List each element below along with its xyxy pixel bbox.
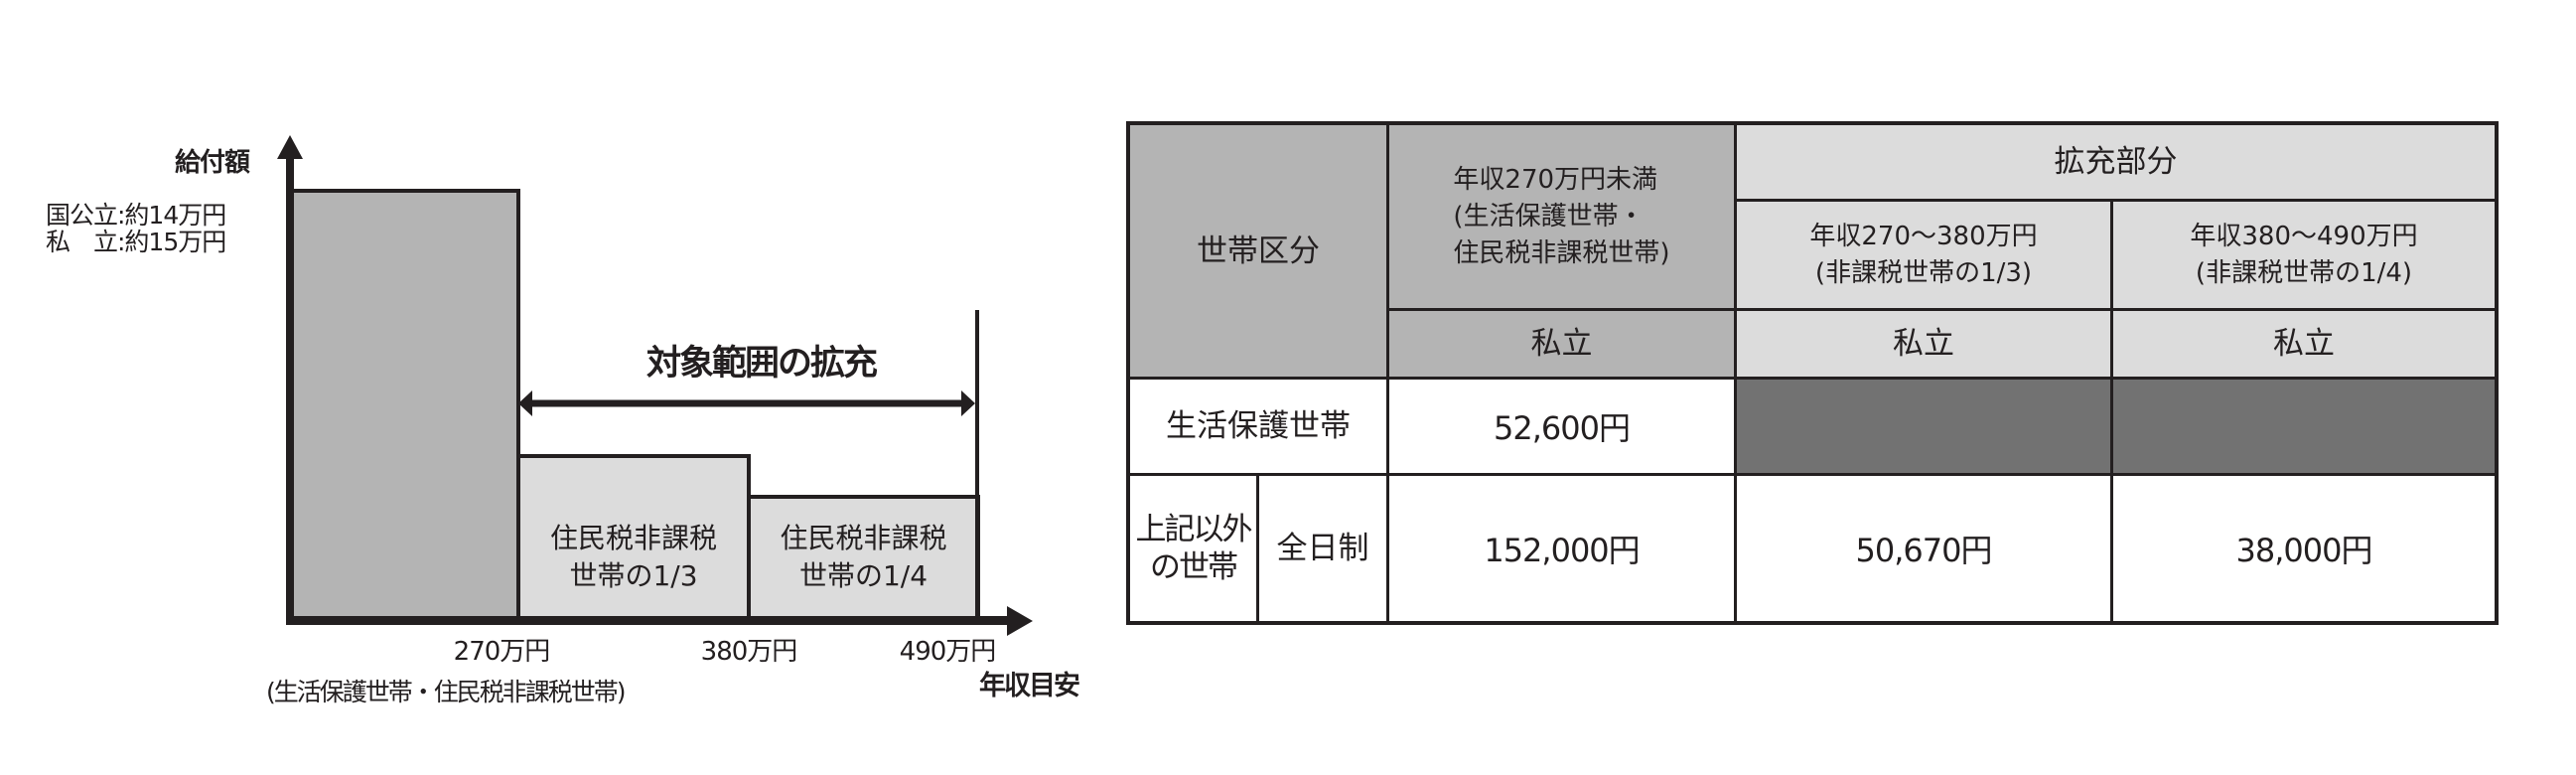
value-text: 38,000円 <box>2235 532 2373 569</box>
header-household-category: 世帯区分 <box>1128 123 1388 379</box>
x-axis-label: 年収目安 <box>979 671 1080 701</box>
header-private-under-270: 私立 <box>1387 309 1736 379</box>
y-value-private: 私 立:約15万円 <box>46 228 226 256</box>
private-label: 私立 <box>2273 326 2335 362</box>
header-under-270-line3: 住民税非課税世帯) <box>1453 237 1670 268</box>
row-welfare-label: 生活保護世帯 <box>1128 378 1388 475</box>
header-household-category-text: 世帯区分 <box>1197 232 1320 269</box>
row-other-sublabel-text: 全日制 <box>1276 531 1369 566</box>
header-expansion-group: 拡充部分 <box>1735 123 2497 201</box>
header-under-270: 年収270万円未満 (生活保護世帯・ 住民税非課税世帯) <box>1387 123 1736 310</box>
value-text: 50,670円 <box>1855 532 1993 569</box>
row-other-value-380-490: 38,000円 <box>2111 474 2497 623</box>
value-text: 52,600円 <box>1494 409 1631 447</box>
y-axis-arrow-icon <box>277 135 303 159</box>
bar-380-490: 住民税非課税 世帯の1/4 <box>747 495 980 619</box>
x-tick-note: (生活保護世帯・住民税非課税世帯) <box>266 678 627 706</box>
header-under-270-line1: 年収270万円未満 <box>1453 164 1658 195</box>
row-welfare-label-text: 生活保護世帯 <box>1166 408 1351 444</box>
x-tick-270: 270万円 <box>453 637 551 667</box>
y-value-national-public: 国公立:約14万円 <box>46 201 226 230</box>
row-other-sublabel: 全日制 <box>1257 474 1388 623</box>
header-under-270-line2: (生活保護世帯・ <box>1453 201 1645 232</box>
row-other-label-line2: の世帯 <box>1150 549 1238 585</box>
private-label: 私立 <box>1530 326 1593 362</box>
header-380-490-line2: (非課税世帯の1/4) <box>2195 257 2413 288</box>
expansion-title: 対象範囲の拡充 <box>646 344 878 384</box>
bar-270-380: 住民税非課税 世帯の1/3 <box>516 454 751 619</box>
row-other-value-270-380: 50,670円 <box>1735 474 2112 623</box>
x-tick-380: 380万円 <box>700 637 798 667</box>
value-text: 152,000円 <box>1484 532 1640 569</box>
x-axis-arrow-icon <box>1007 606 1033 636</box>
row-other-value-under-270: 152,000円 <box>1387 474 1736 623</box>
header-private-270-380: 私立 <box>1735 309 2112 379</box>
x-tick-490: 490万円 <box>899 637 997 667</box>
row-welfare-value-270-380-blank <box>1735 378 2112 475</box>
header-270-380-line2: (非課税世帯の1/3) <box>1814 257 2033 288</box>
row-other-label-line1: 上記以外 <box>1135 512 1253 547</box>
bar-under-270 <box>288 189 520 619</box>
private-label: 私立 <box>1893 326 1954 362</box>
bar-label-line1: 住民税非課税 <box>780 522 947 554</box>
x-axis <box>286 616 1011 625</box>
header-expansion-group-text: 拡充部分 <box>2054 144 2178 180</box>
row-welfare-value-under-270: 52,600円 <box>1387 378 1736 475</box>
header-380-490-line1: 年収380～490万円 <box>2190 221 2418 251</box>
bar-label-line2: 世帯の1/4 <box>798 559 929 592</box>
bar-label-line2: 世帯の1/3 <box>569 559 698 592</box>
header-380-490: 年収380～490万円 (非課税世帯の1/4) <box>2111 200 2497 310</box>
row-other-label: 上記以外 の世帯 <box>1128 474 1258 623</box>
range-end-line <box>975 310 979 620</box>
header-270-380: 年収270～380万円 (非課税世帯の1/3) <box>1735 200 2112 310</box>
header-270-380-line1: 年収270～380万円 <box>1809 221 2038 251</box>
y-axis <box>286 155 294 624</box>
double-arrow-icon <box>518 390 975 416</box>
y-axis-label: 給付額 <box>175 148 250 178</box>
row-welfare-value-380-490-blank <box>2111 378 2497 475</box>
header-private-380-490: 私立 <box>2111 309 2497 379</box>
bar-label-line1: 住民税非課税 <box>549 522 717 554</box>
